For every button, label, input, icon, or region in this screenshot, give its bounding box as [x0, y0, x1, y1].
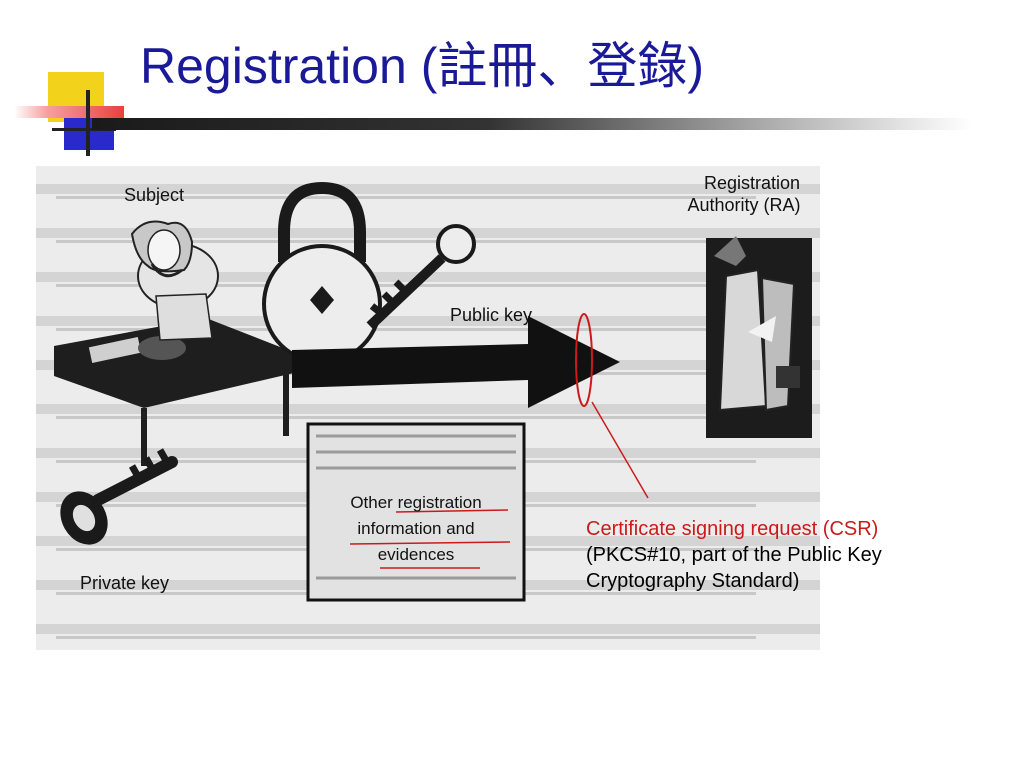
csr-annotation-line3: Cryptography Standard)	[586, 570, 800, 592]
csr-annotation-line1: Certificate signing request (CSR)	[586, 518, 879, 540]
box-underline-1	[395, 509, 509, 513]
decor-horizontal-line	[52, 128, 116, 131]
box-label-line2: information and	[357, 519, 475, 538]
figure-illustration	[36, 166, 820, 650]
request-arrow	[292, 313, 620, 408]
box-underline-2	[349, 541, 511, 545]
subject-person-icon	[54, 220, 298, 466]
ra-label-line1: Registration	[703, 173, 801, 193]
private-key-label: Private key	[80, 573, 170, 593]
box-label-line1: Other registration	[350, 493, 482, 512]
csr-annotation: Certificate signing request (CSR) (PKCS#…	[586, 516, 1016, 594]
decor-vertical-line	[86, 90, 90, 156]
box-label-line3: evidences	[377, 545, 455, 564]
subject-label: Subject	[124, 185, 185, 205]
registration-figure: Subject Registration Authority (RA) Publ…	[36, 166, 820, 650]
csr-annotation-line2: (PKCS#10, part of the Public Key	[586, 544, 882, 566]
title-underline	[92, 118, 972, 130]
registration-authority-icon	[706, 236, 812, 438]
private-key-icon	[60, 448, 178, 545]
public-key-icon	[366, 224, 476, 330]
csr-pointer-line	[591, 401, 649, 499]
ra-label-line2: Authority (RA)	[687, 195, 801, 215]
page-title: Registration (註冊、登錄)	[140, 38, 704, 94]
public-key-label: Public key	[450, 305, 533, 325]
decor-red-bar	[14, 106, 124, 118]
